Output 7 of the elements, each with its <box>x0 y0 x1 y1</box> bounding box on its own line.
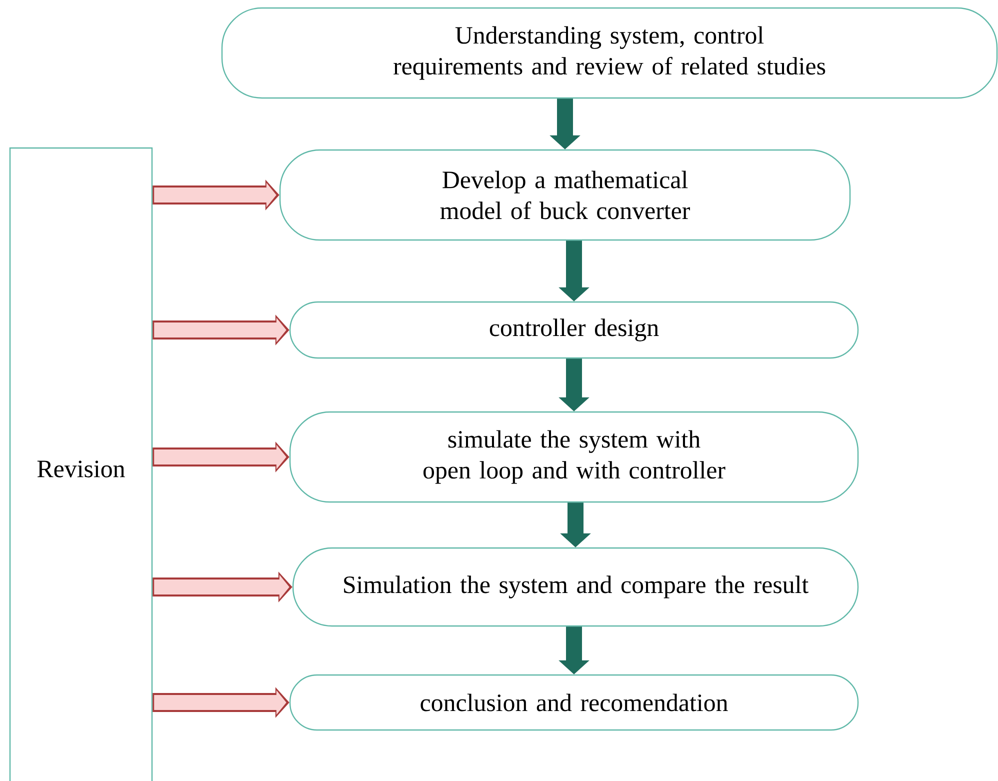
process-box: Simulation the system and compare the result <box>292 547 859 627</box>
process-box: Develop a mathematical model of buck converter <box>279 149 851 241</box>
process-box: simulate the system with open loop and with controller <box>289 411 859 503</box>
revision-box: Revision <box>9 147 153 781</box>
process-box: controller design <box>289 301 859 359</box>
process-box: conclusion and recomendation <box>289 674 859 731</box>
process-box: Understanding system, control requirements and review of related studies <box>221 7 998 99</box>
